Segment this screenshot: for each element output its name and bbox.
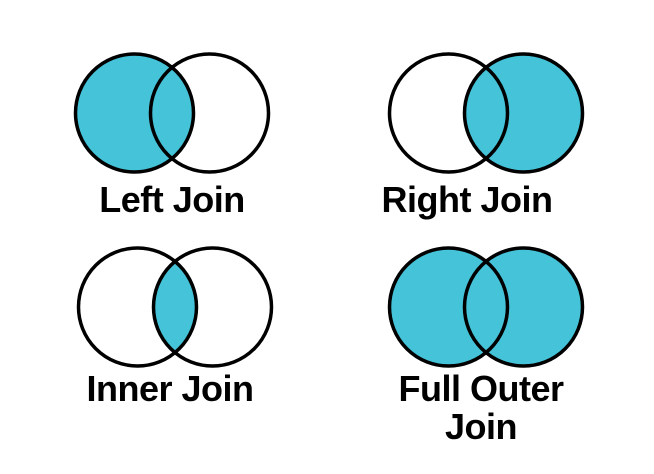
label-inner-join: Inner Join (86, 368, 254, 409)
venn-left-join (72, 50, 272, 176)
label-right-join: Right Join (381, 179, 553, 220)
left-circle-outline (76, 246, 199, 368)
venn-right-join-svg (387, 52, 585, 174)
venn-right-join (386, 50, 586, 176)
label-full-outer-join: Full Outer Join (398, 368, 565, 447)
intersection-fill (153, 261, 197, 353)
right-circle-outline (462, 246, 585, 368)
right-circle-outline (151, 246, 274, 368)
venn-inner-join (75, 244, 275, 370)
left-circle-outline (387, 246, 510, 368)
venn-full-outer-join-svg (387, 246, 585, 368)
venn-left-join-svg (73, 52, 271, 174)
right-circle-fill (464, 54, 583, 172)
right-circle-outline (148, 52, 271, 174)
right-circle-fill (464, 248, 583, 366)
label-left-join: Left Join (99, 179, 245, 220)
right-circle-outline (462, 52, 585, 174)
left-circle-fill (75, 54, 194, 172)
venn-full-outer-join (386, 244, 586, 370)
left-circle-outline (73, 52, 196, 174)
venn-inner-join-svg (76, 246, 274, 368)
left-circle-outline (387, 52, 510, 174)
